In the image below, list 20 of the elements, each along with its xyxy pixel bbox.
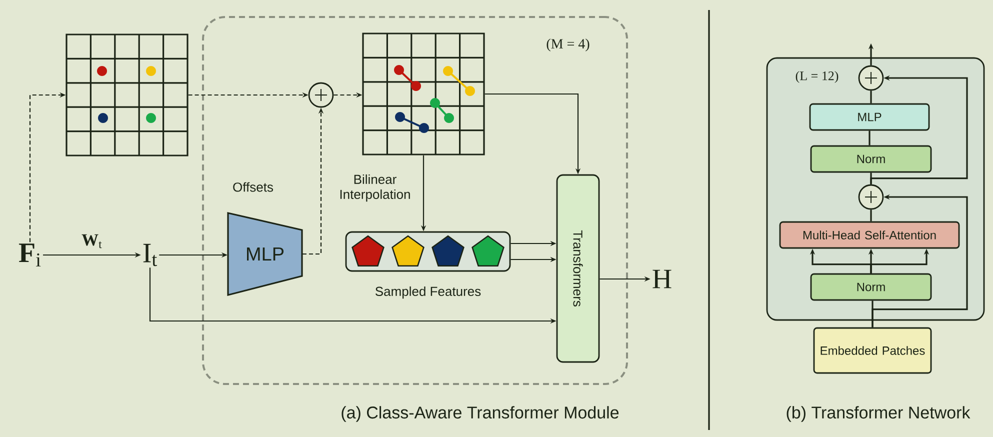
embedding-box: Embedded Patches — [813, 327, 932, 374]
variable-label: F$_{i}$ — [18, 244, 41, 266]
feature-grid — [362, 32, 485, 156]
norm-box: Norm — [810, 273, 932, 301]
annotation-text: Bilinear Interpolation — [340, 174, 410, 202]
norm-box: Norm — [810, 145, 932, 173]
sum-circle — [858, 65, 884, 91]
feature-grid — [66, 34, 188, 156]
annotation-text: Offsets — [233, 182, 274, 192]
caption-text: Sampled Features — [376, 286, 481, 299]
edge-label: W$_{t}$ — [82, 234, 102, 248]
attention-box: Multi-Head Self-Attention — [779, 221, 960, 249]
variable-label: H — [652, 270, 672, 288]
mlp-box: MLP — [809, 103, 930, 131]
variable-label: I$_{t}$ — [143, 244, 158, 266]
sum-circle — [308, 82, 334, 108]
caption-text: (b) Transformer Network — [786, 406, 970, 422]
transformer-box: Transformers — [556, 174, 600, 363]
sum-circle — [858, 184, 884, 210]
caption-text: (a) Class-Aware Transformer Module — [342, 406, 619, 422]
